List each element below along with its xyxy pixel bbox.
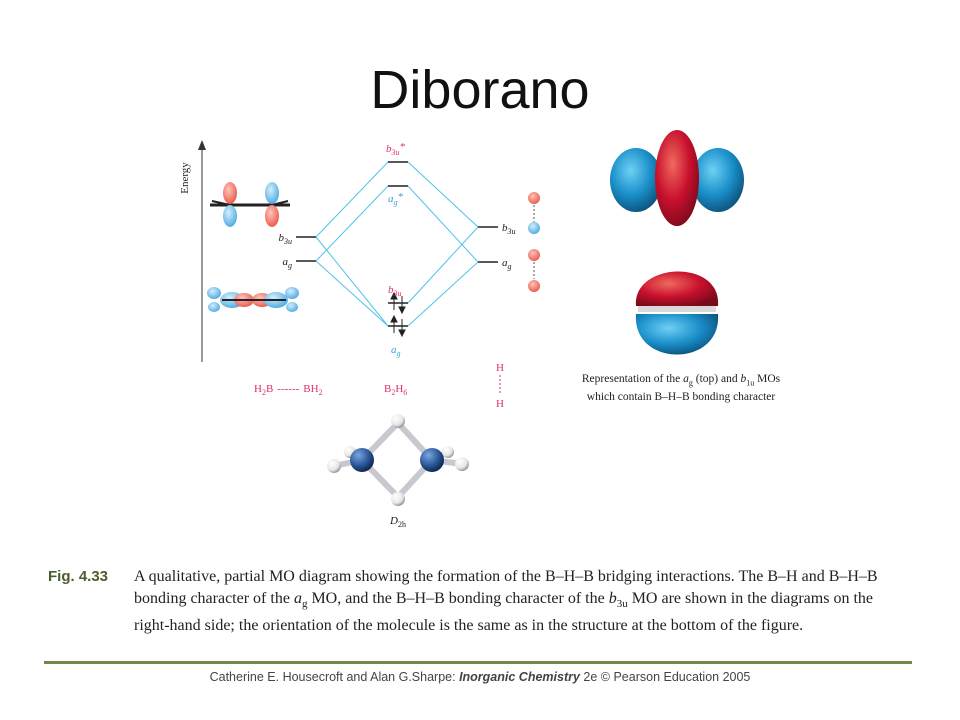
center-label-ag-star: ag* xyxy=(388,191,404,207)
electron-pairs xyxy=(390,291,406,338)
fragment-left-label: H2B------BH2 xyxy=(254,383,323,397)
right-label-b3u: b3u xyxy=(502,222,516,236)
center-label-b3u: b3u xyxy=(388,284,402,298)
left-label-b3u: b3u xyxy=(279,232,293,246)
footer-divider xyxy=(44,661,912,664)
correlation-lines xyxy=(315,161,479,327)
fragment-right-bottom: H xyxy=(496,398,504,410)
b1u-mo-rendering xyxy=(635,271,719,355)
figure-number: Fig. 4.33 xyxy=(48,568,109,585)
fragment-center-label: B2H6 xyxy=(384,383,407,397)
center-label-b3u-star: b3u* xyxy=(386,141,406,157)
mo-representation-caption: Representation of the ag (top) and b1u M… xyxy=(581,373,781,404)
symmetry-label: D2h xyxy=(389,515,406,529)
diborane-structure xyxy=(327,414,469,506)
left-ag-orbital-picture xyxy=(207,287,299,312)
energy-axis: Energy xyxy=(179,140,206,362)
left-label-ag: ag xyxy=(283,256,293,270)
fragment-right-top: H xyxy=(496,362,504,374)
ag-mo-rendering xyxy=(610,130,744,226)
figure-description: A qualitative, partial MO diagram showin… xyxy=(134,568,878,635)
energy-axis-label: Energy xyxy=(179,162,191,194)
right-label-ag: ag xyxy=(502,257,512,271)
right-h-orbitals xyxy=(528,192,540,292)
center-label-ag: ag xyxy=(391,344,401,358)
footer-credit: Catherine E. Housecroft and Alan G.Sharp… xyxy=(209,670,751,684)
energy-levels xyxy=(296,161,498,327)
slide-title: Diborano xyxy=(370,60,590,120)
left-b3u-orbital-picture xyxy=(210,182,290,227)
mo-diagram: Energy b3u ag b3u* ag* b3u ag xyxy=(179,130,744,529)
level-labels: b3u ag b3u* ag* b3u ag b3u ag xyxy=(279,141,516,358)
